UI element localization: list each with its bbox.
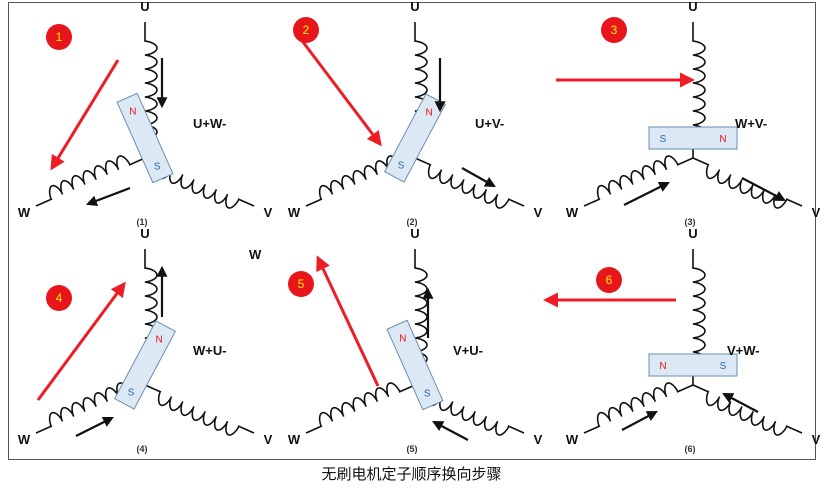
- field-direction-arrow: [50, 59, 120, 171]
- panel-index: (5): [407, 444, 418, 454]
- terminal-u-label: U: [410, 226, 419, 241]
- field-direction-arrow: [298, 37, 382, 147]
- south-pole-label: S: [398, 160, 405, 171]
- step-badge: 5: [288, 271, 314, 297]
- phase-state-label: W+U-: [193, 343, 227, 358]
- panel-index: (2): [407, 217, 418, 227]
- stator-windings: [583, 22, 803, 209]
- terminal-u-label: U: [140, 226, 149, 241]
- north-pole-label: N: [719, 134, 726, 145]
- winding-v: [414, 157, 525, 209]
- rotor-magnet: NS: [113, 320, 177, 410]
- terminal-w-label: W: [288, 205, 301, 220]
- panel-index: (1): [137, 217, 148, 227]
- step-badge: 2: [293, 17, 319, 43]
- current-arrow: [75, 417, 114, 437]
- winding-w: [583, 382, 694, 434]
- south-pole-label: S: [660, 134, 667, 145]
- south-pole-label: S: [154, 161, 161, 172]
- rotor-magnet: NS: [648, 126, 738, 150]
- step-badge: 6: [596, 267, 622, 293]
- north-pole-label: N: [155, 335, 162, 346]
- step-badge: 3: [601, 17, 627, 43]
- south-pole-label: S: [720, 361, 727, 372]
- step-number: 6: [606, 273, 613, 287]
- south-pole-label: S: [128, 387, 135, 398]
- panel-index: (3): [685, 217, 696, 227]
- winding-w: [583, 155, 694, 207]
- phase-state-label: V+W-: [727, 343, 760, 358]
- current-arrow: [85, 186, 131, 207]
- terminal-u-label: U: [410, 0, 419, 14]
- terminal-w-label: W: [18, 432, 31, 447]
- winding-u: [692, 22, 706, 158]
- step-number: 4: [56, 291, 63, 305]
- current-arrow: [621, 410, 658, 431]
- current-arrow: [623, 182, 670, 206]
- terminal-w-label: W: [18, 205, 31, 220]
- figure-caption: 无刷电机定子顺序换向步骤: [321, 465, 502, 483]
- north-pole-label: N: [129, 107, 136, 118]
- current-arrow: [432, 420, 469, 441]
- step-badge: 4: [46, 285, 72, 311]
- north-pole-label: N: [659, 361, 666, 372]
- north-pole-label: N: [399, 334, 406, 345]
- north-pole-label: N: [425, 108, 432, 119]
- winding-u: [692, 249, 706, 385]
- terminal-v-label: V: [534, 432, 543, 447]
- terminal-u-label: U: [140, 0, 149, 14]
- step-number: 5: [298, 277, 305, 291]
- phase-state-label: U+W-: [193, 116, 226, 131]
- terminal-v-label: V: [264, 205, 273, 220]
- rotor-magnet: NS: [383, 93, 447, 183]
- winding-w: [305, 382, 416, 434]
- step-number: 1: [56, 30, 63, 44]
- terminal-w-label: W: [566, 432, 579, 447]
- step-number: 2: [303, 23, 310, 37]
- phase-state-label: W+V-: [735, 116, 767, 131]
- cut-off-body-text: [30, 483, 810, 493]
- stator-windings: [583, 249, 803, 436]
- winding-w: [35, 155, 146, 207]
- terminal-u-label: U: [688, 226, 697, 241]
- current-arrow: [461, 167, 496, 188]
- winding-v: [144, 384, 255, 436]
- step-badge: 1: [46, 24, 72, 50]
- current-arrow: [741, 177, 786, 202]
- field-direction-arrow: [36, 281, 126, 401]
- winding-v: [692, 384, 803, 436]
- terminal-w-label: W: [288, 432, 301, 447]
- field-direction-arrow: [316, 255, 380, 387]
- phase-state-label: U+V-: [475, 116, 504, 131]
- step-number: 3: [611, 23, 618, 37]
- rotor-magnet: NS: [386, 319, 444, 411]
- south-pole-label: S: [424, 388, 431, 399]
- terminal-v-label: V: [534, 205, 543, 220]
- terminal-u-label: U: [688, 0, 697, 14]
- terminal-v-label: V: [264, 432, 273, 447]
- terminal-v-label: V: [812, 432, 821, 447]
- stray-w-label: W: [249, 247, 262, 262]
- panel-index: (4): [137, 444, 148, 454]
- current-arrow: [722, 392, 759, 413]
- rotor-magnet: NS: [116, 92, 174, 184]
- figure-frame: [8, 2, 816, 460]
- panel-index: (6): [685, 444, 696, 454]
- terminal-w-label: W: [566, 205, 579, 220]
- winding-v: [692, 157, 803, 209]
- terminal-v-label: V: [812, 205, 821, 220]
- phase-state-label: V+U-: [453, 343, 483, 358]
